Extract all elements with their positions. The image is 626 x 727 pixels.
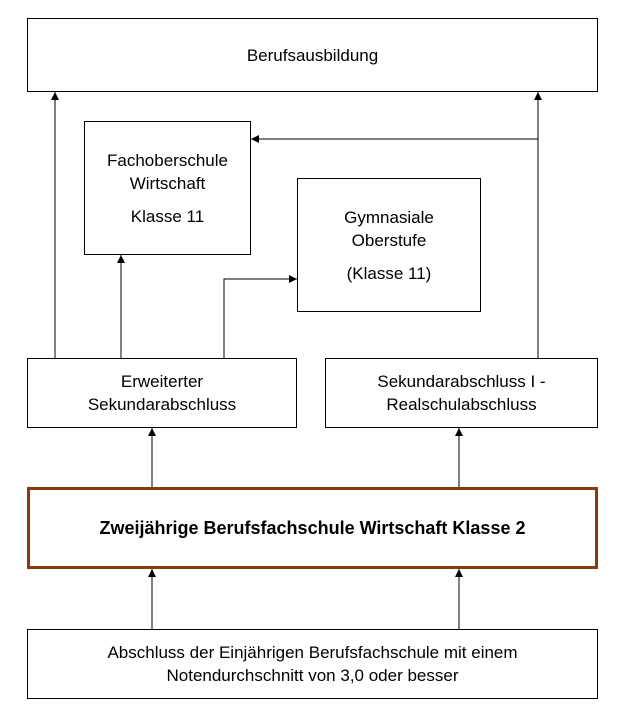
node-zweijaehrige-label: Zweijährige Berufsfachschule Wirtschaft … (99, 517, 526, 538)
node-gymnasiale-sub: (Klasse 11) (346, 263, 432, 283)
node-gymnasiale-line-2: Oberstufe (351, 230, 427, 250)
node-sekundar-line-2: Realschulabschluss (386, 395, 537, 414)
node-sekundar-line-1: Sekundarabschluss I - (377, 372, 546, 391)
arrow-erweiterter-to-gymnasiale (223, 275, 297, 358)
node-gymnasiale: Gymnasiale Oberstufe (Klasse 11) (297, 178, 481, 312)
node-fachoberschule-sub: Klasse 11 (130, 206, 205, 226)
node-berufsausbildung-label: Berufsausbildung (246, 45, 379, 65)
node-sekundarabschluss: Sekundarabschluss I - Realschulabschluss (325, 358, 598, 428)
node-erweiterter-line-2: Sekundarabschluss (87, 395, 237, 414)
node-berufsausbildung: Berufsausbildung (27, 18, 598, 92)
node-erweiterter: Erweiterter Sekundarabschluss (27, 358, 297, 428)
node-fachoberschule-line-2: Wirtschaft (129, 173, 206, 193)
node-erweiterter-line-1: Erweiterter (120, 372, 204, 391)
node-fachoberschule-line-1: Fachoberschule (107, 150, 228, 170)
node-zweijaehrige-berufsfachschule: Zweijährige Berufsfachschule Wirtschaft … (27, 487, 598, 569)
node-fachoberschule: Fachoberschule Wirtschaft Klasse 11 (84, 121, 251, 255)
node-abschluss: Abschluss der Einjährigen Berufsfachschu… (27, 629, 598, 699)
node-gymnasiale-line-1: Gymnasiale (344, 207, 434, 227)
node-abschluss-line-2: Notendurchschnitt von 3,0 oder besser (166, 666, 459, 685)
node-abschluss-line-1: Abschluss der Einjährigen Berufsfachschu… (107, 643, 518, 662)
